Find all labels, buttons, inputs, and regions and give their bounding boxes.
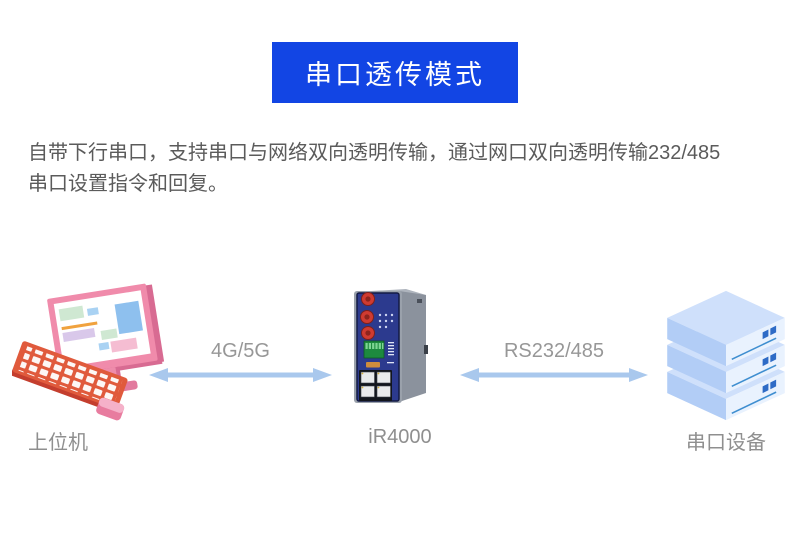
double-arrow-icon bbox=[460, 368, 648, 382]
link-label-rs232-485: RS232/485 bbox=[503, 340, 605, 362]
title-banner: 串口透传模式 bbox=[272, 42, 518, 103]
node-label-serial-device: 串口设备 bbox=[686, 432, 766, 454]
link-host-router: 4G/5G bbox=[149, 340, 332, 383]
page-title: 串口透传模式 bbox=[305, 60, 485, 90]
link-label-4g5g: 4G/5G bbox=[211, 340, 270, 362]
double-arrow-icon bbox=[149, 368, 332, 382]
connectivity-diagram: 4G/5G RS232/485 上位机 iR4000 串口设备 bbox=[0, 260, 800, 533]
server-stack-icon bbox=[667, 290, 785, 421]
industrial-router-icon bbox=[354, 289, 428, 403]
desktop-computer-icon bbox=[12, 283, 165, 421]
node-label-router: iR4000 bbox=[368, 426, 432, 448]
link-router-serial: RS232/485 bbox=[460, 340, 648, 383]
description-text: 自带下行串口，支持串口与网络双向透明传输，通过网口双向透明传输232/485串口… bbox=[28, 142, 721, 195]
node-label-host: 上位机 bbox=[28, 432, 88, 454]
